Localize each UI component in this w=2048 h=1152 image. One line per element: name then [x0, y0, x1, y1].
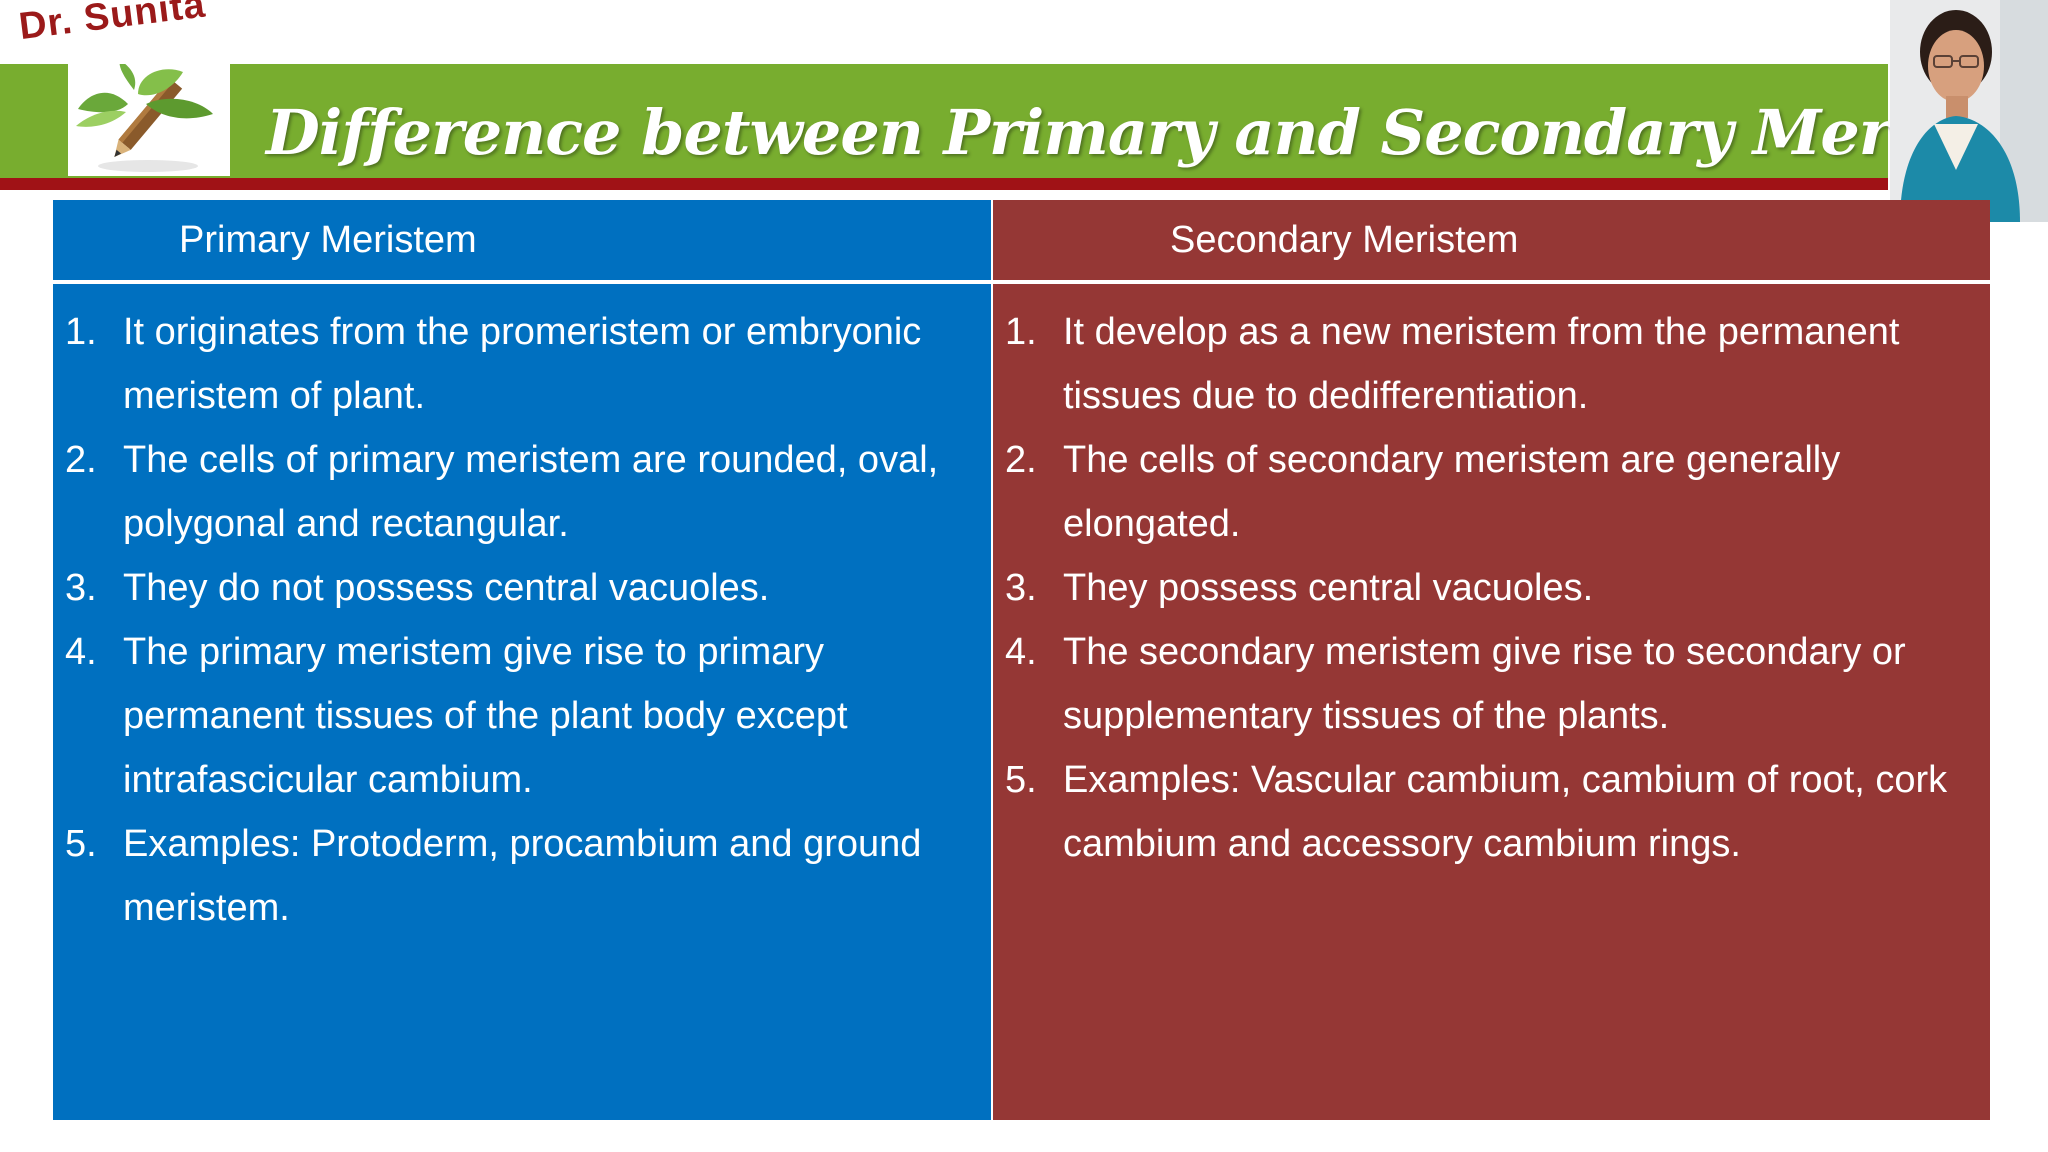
primary-points-list: 1.It originates from the promeristem or …	[53, 284, 991, 940]
leaf-pencil-logo-icon	[68, 60, 230, 176]
title-underline	[0, 178, 1888, 190]
primary-meristem-column: Primary Meristem 1.It originates from th…	[53, 200, 991, 1120]
list-item: 1.It develop as a new meristem from the …	[1005, 311, 1900, 417]
list-item: 5.Examples: Protoderm, procambium and gr…	[65, 823, 922, 929]
column-heading: Primary Meristem	[53, 200, 991, 284]
secondary-meristem-column: Secondary Meristem 1.It develop as a new…	[993, 200, 1990, 1120]
column-heading: Secondary Meristem	[993, 200, 1990, 284]
list-item: 3.They do not possess central vacuoles.	[65, 567, 770, 609]
list-item: 3.They possess central vacuoles.	[1005, 567, 1594, 609]
list-item: 2.The cells of primary meristem are roun…	[65, 439, 939, 545]
list-item: 5.Examples: Vascular cambium, cambium of…	[1005, 759, 1948, 865]
list-item: 4.The primary meristem give rise to prim…	[65, 631, 848, 801]
title-bar	[0, 64, 1888, 190]
list-item: 1.It originates from the promeristem or …	[65, 311, 922, 417]
list-item: 4.The secondary meristem give rise to se…	[1005, 631, 1906, 737]
secondary-points-list: 1.It develop as a new meristem from the …	[993, 284, 1990, 876]
page-title: Difference between Primary and Secondary…	[266, 96, 2048, 169]
comparison-table: Primary Meristem 1.It originates from th…	[53, 200, 1990, 1120]
list-item: 2.The cells of secondary meristem are ge…	[1005, 439, 1841, 545]
presenter-photo-icon	[1890, 0, 2048, 222]
brand-name: Dr. Sunita	[16, 0, 208, 49]
